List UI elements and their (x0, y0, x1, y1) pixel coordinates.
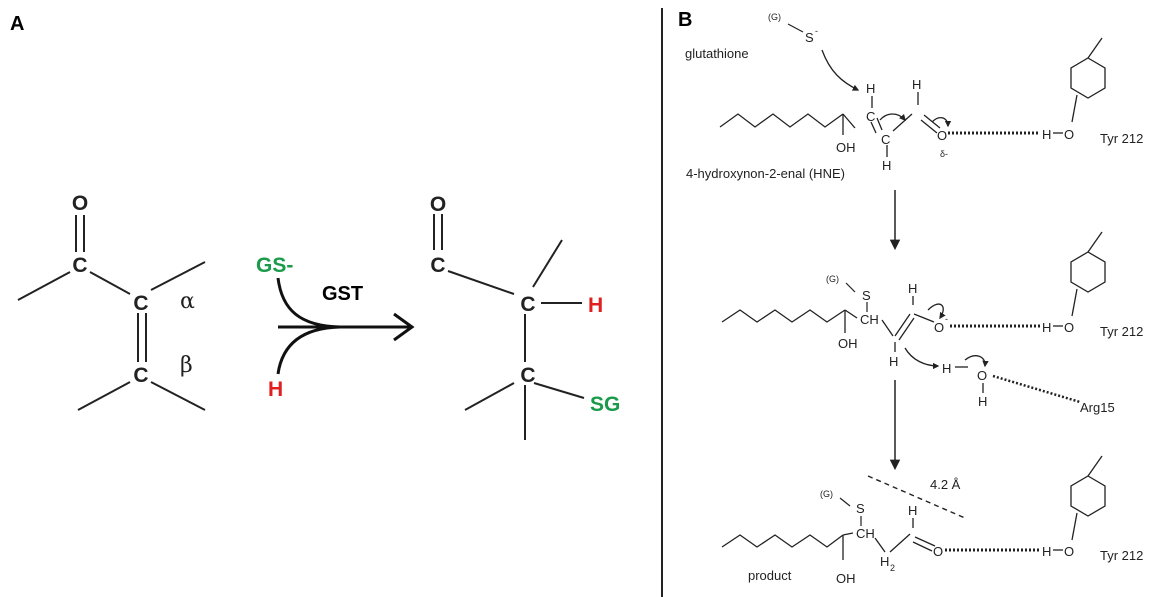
hne-name: 4-hydroxynon-2-enal (HNE) (686, 166, 845, 181)
step1-o: O (937, 128, 947, 143)
step2-minus: - (945, 314, 948, 324)
step2-o-tyr: O (1064, 320, 1074, 335)
reaction-arrow (276, 277, 415, 375)
substrate-c-alpha: C (133, 292, 148, 315)
step2-h-bot: H (889, 354, 898, 369)
product-c3: C (520, 364, 535, 387)
step1-chain (719, 92, 1040, 157)
panel-a: A O C C C α β GS- H GST (10, 13, 620, 440)
alpha-label: α (180, 289, 195, 314)
step1-h1: H (866, 81, 875, 96)
step3-s: S (856, 501, 865, 516)
product-c1: C (430, 254, 445, 277)
step2-phenol-ring (1070, 231, 1106, 317)
step3-g: (G) (820, 489, 833, 499)
step2-oh: OH (838, 336, 858, 351)
step1-tyr-label: Tyr 212 (1100, 131, 1143, 146)
product-carbonyl-o: O (430, 193, 446, 216)
step3-h2: H (880, 554, 889, 569)
step1-c1: C (866, 109, 875, 124)
step-1: (G) S - glutathione H (685, 12, 1143, 181)
step3-oh: OH (836, 571, 856, 586)
product-label: product (748, 568, 792, 583)
arg15-label: Arg15 (1080, 400, 1115, 415)
step1-o-tyr: O (1064, 127, 1074, 142)
product-c2: C (520, 293, 535, 316)
step1-g: (G) (768, 12, 781, 22)
step1-oh: OH (836, 140, 856, 155)
step3-phenol-ring (1070, 455, 1106, 541)
reagent-gs: GS- (256, 254, 293, 277)
step2-h-top: H (908, 281, 917, 296)
distance-label: 4.2 Å (930, 477, 961, 492)
panel-b: B (G) S - glutathione (678, 9, 1143, 586)
step1-h2: H (882, 158, 891, 173)
step2-s: S (862, 288, 871, 303)
substrate-bonds (17, 215, 206, 411)
step3-chain (721, 518, 1040, 560)
water-h2: H (978, 394, 987, 409)
step1-minus: - (815, 26, 818, 36)
panel-a-label: A (10, 13, 24, 35)
step-3: 4.2 Å (G) S CH H O OH H 2 product (721, 455, 1143, 586)
enzyme-label: GST (322, 283, 363, 305)
product-h: H (588, 294, 603, 317)
step1-c2: C (881, 132, 890, 147)
step3-o-tyr: O (1064, 544, 1074, 559)
water-h1: H (942, 361, 951, 376)
step3-o: O (933, 544, 943, 559)
step1-phenol-ring (1070, 37, 1106, 123)
product-sg: SG (590, 393, 620, 416)
step2-h-tyr: H (1042, 320, 1051, 335)
step2-g: (G) (826, 274, 839, 284)
product-bonds (433, 214, 585, 440)
step3-h-top: H (908, 503, 917, 518)
step2-chain (721, 296, 1081, 404)
water-o: O (977, 368, 987, 383)
step3-h-tyr: H (1042, 544, 1051, 559)
step2-ch: CH (860, 312, 879, 327)
substrate-c1: C (72, 254, 87, 277)
step1-h3: H (912, 77, 921, 92)
step3-sub2: 2 (890, 563, 895, 573)
step-2: (G) S CH H (721, 231, 1143, 415)
substrate-carbonyl-o: O (72, 192, 88, 215)
step3-tyr-label: Tyr 212 (1100, 548, 1143, 563)
reagent-h: H (268, 378, 283, 401)
glutathione-label: glutathione (685, 46, 749, 61)
step1-h-tyr: H (1042, 127, 1051, 142)
step1-delta: δ- (940, 149, 948, 159)
panel-b-label: B (678, 9, 692, 31)
substrate-c-beta: C (133, 364, 148, 387)
step2-o: O (934, 320, 944, 335)
beta-label: β (180, 353, 193, 378)
step2-tyr-label: Tyr 212 (1100, 324, 1143, 339)
step1-s: S (805, 30, 814, 45)
step3-ch: CH (856, 526, 875, 541)
